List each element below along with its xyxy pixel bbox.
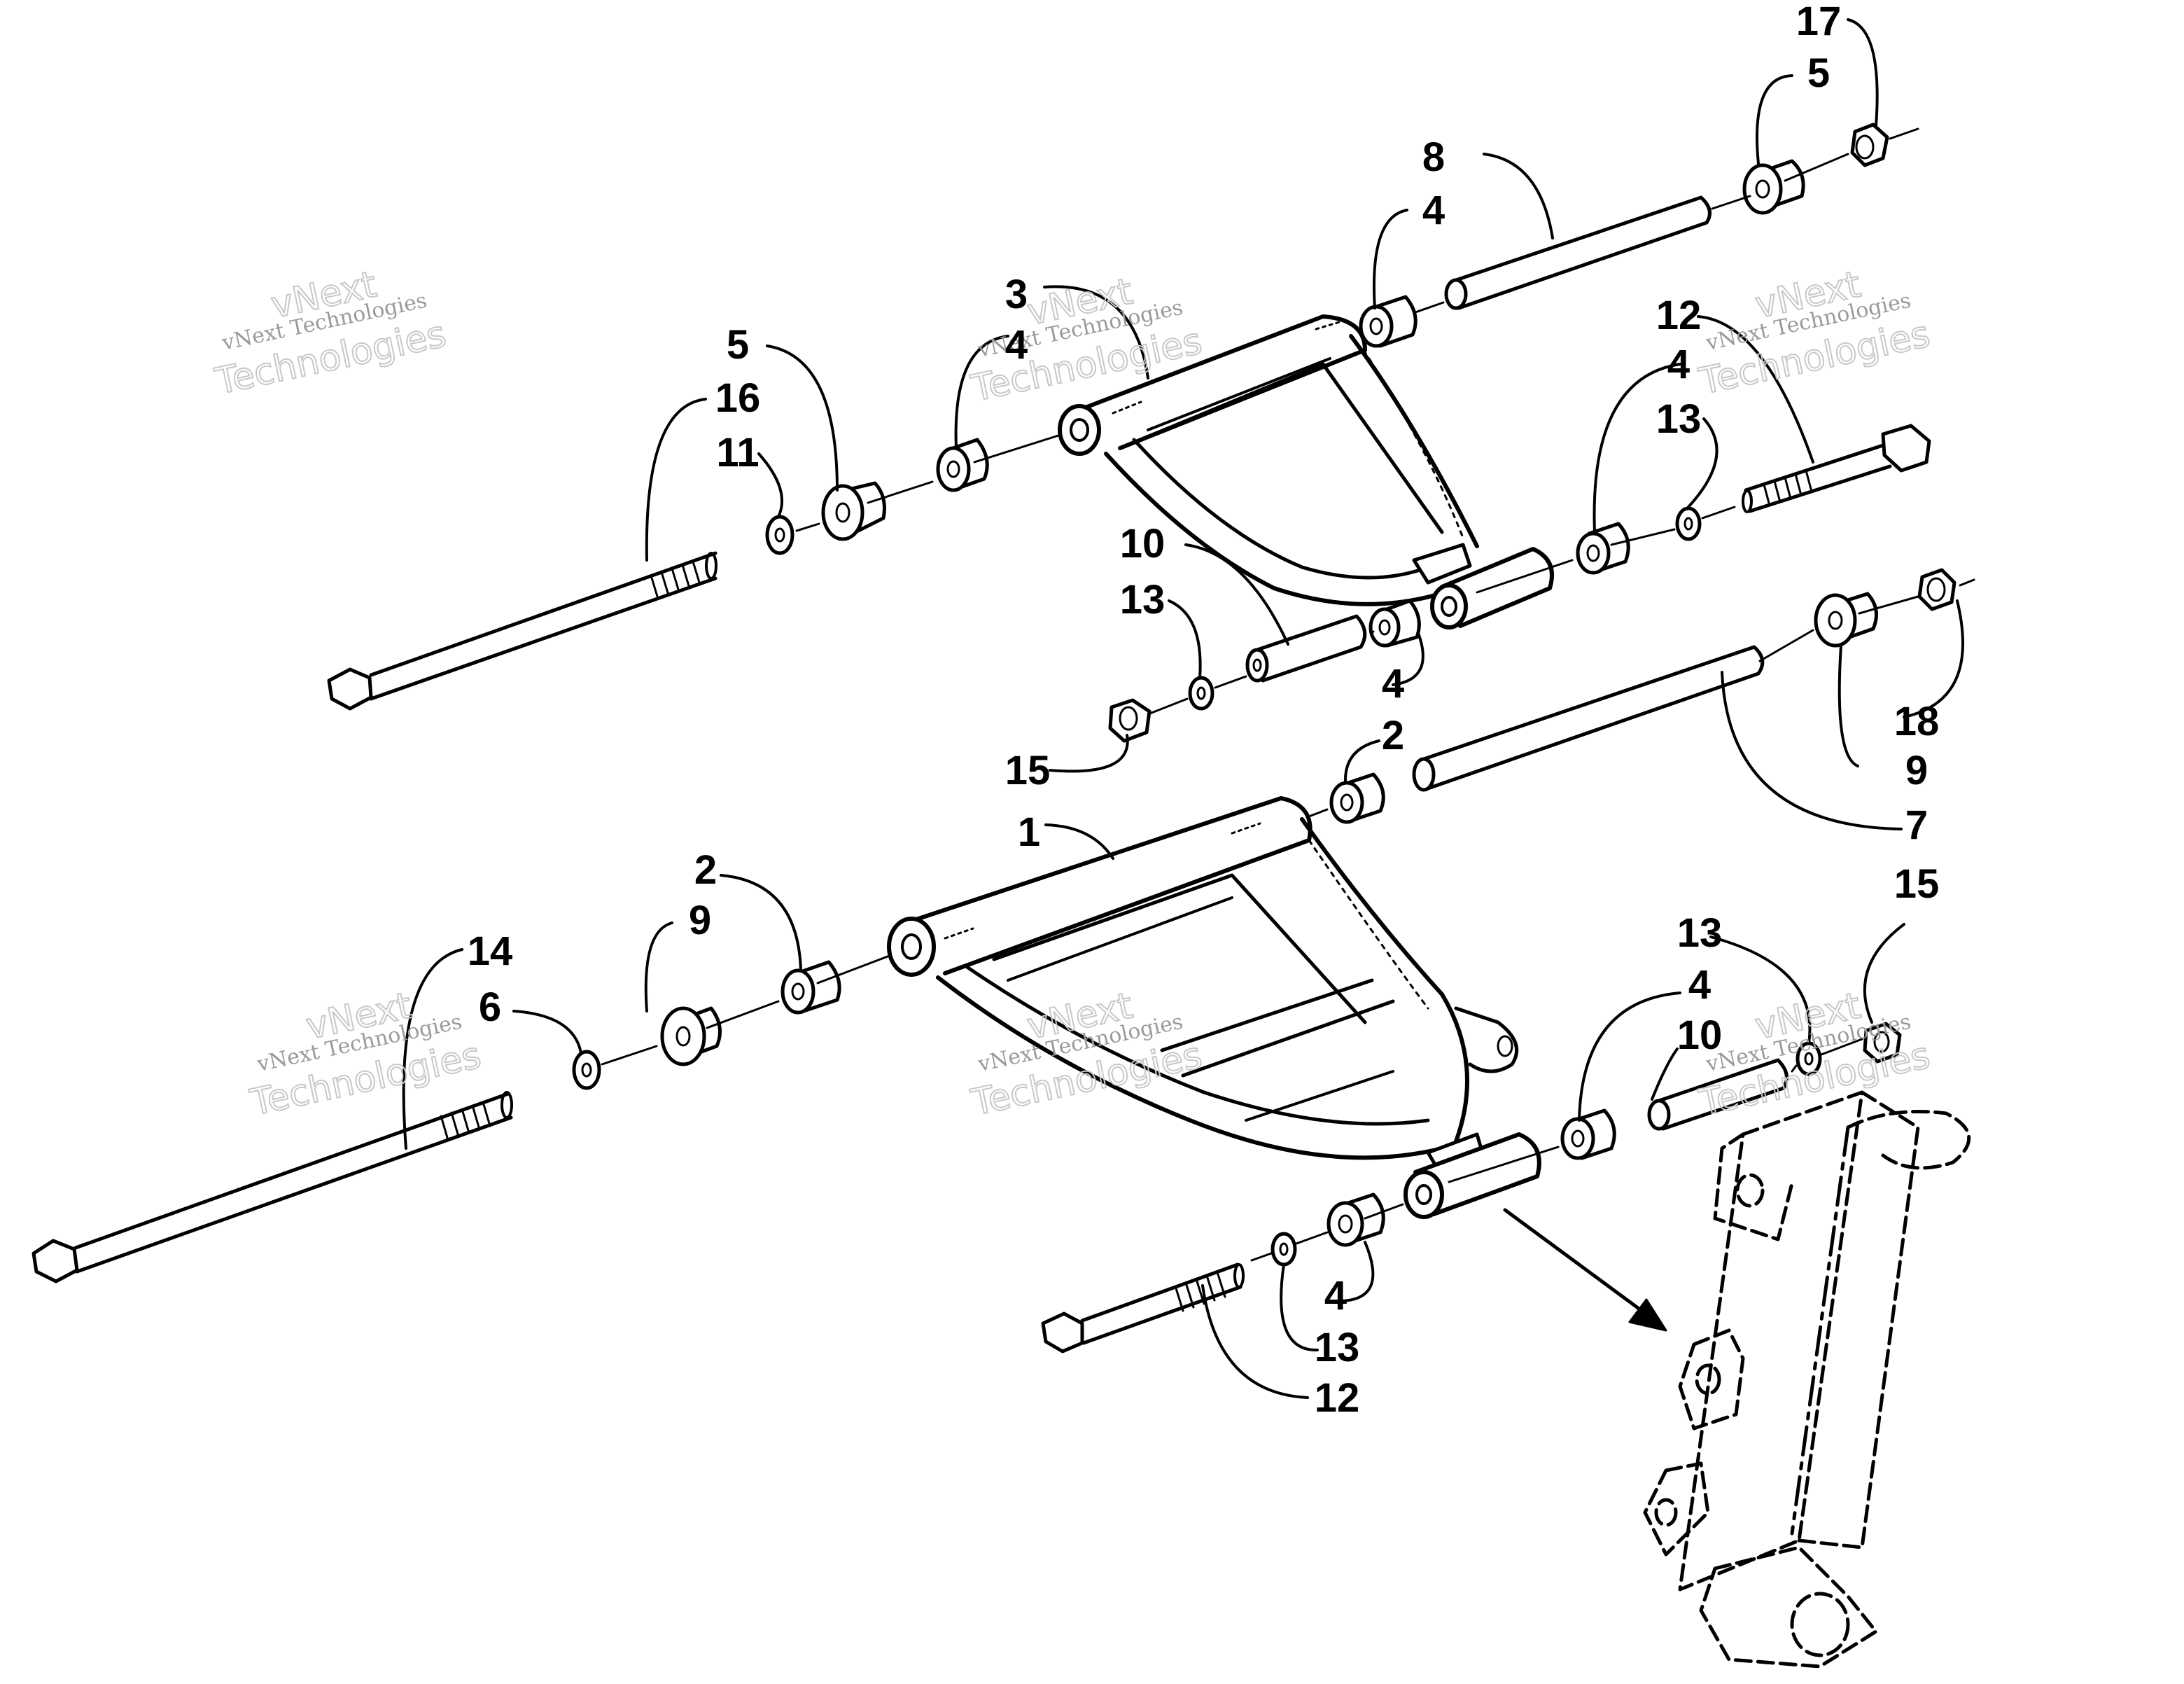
callout-13-upper-right: 13 <box>1656 396 1702 442</box>
lower-a-arm <box>887 796 1541 1219</box>
callout-4-lower-bottom: 4 <box>1324 1273 1347 1318</box>
callout-17: 17 <box>1796 0 1842 44</box>
callout-2-lower-left: 2 <box>694 847 717 893</box>
upper-inner-washer <box>1188 676 1214 711</box>
callout-6: 6 <box>479 984 501 1030</box>
callout-18: 18 <box>1894 699 1940 744</box>
lower-left-bushing <box>780 960 841 1015</box>
callout-8: 8 <box>1422 134 1445 180</box>
watermark-3: vNext vNext Technologies Technologies <box>1695 263 1934 403</box>
lower-right-washer <box>1795 1041 1822 1076</box>
callout-3: 3 <box>1005 272 1028 317</box>
upper-long-bolt <box>327 551 718 711</box>
upper-right-washer <box>1675 506 1702 541</box>
upper-a-arm <box>1058 314 1554 629</box>
lower-left-flange-bushing <box>660 1006 722 1066</box>
watermark-5: vNext vNext Technologies Technologies <box>967 984 1206 1125</box>
reference-arrow <box>1503 1208 1667 1332</box>
lower-right-sleeve <box>1647 1058 1788 1131</box>
callout-leaders <box>402 18 1964 1399</box>
lower-rear-flange-bushing <box>1814 592 1878 648</box>
callout-15-upper: 15 <box>1005 748 1051 793</box>
callout-4-upper-front: 4 <box>1422 188 1445 233</box>
upper-left-washer <box>765 515 794 555</box>
spindle-reference <box>1643 1090 1971 1669</box>
upper-left-flange-bushing <box>821 481 886 541</box>
upper-inner-nut <box>1108 698 1152 743</box>
callout-4-lower-right: 4 <box>1688 962 1711 1008</box>
callout-7: 7 <box>1905 802 1928 848</box>
callout-labels: 17 5 8 4 3 4 5 16 11 12 4 13 10 13 4 15 … <box>468 0 1940 1421</box>
upper-inner-bushing <box>1368 599 1421 648</box>
callout-13-lower-right: 13 <box>1677 910 1723 956</box>
callout-9-lower-left: 9 <box>689 898 711 943</box>
lower-bottom-bushing <box>1326 1192 1385 1247</box>
callout-15-lower: 15 <box>1894 861 1940 907</box>
upper-pivot-shaft <box>1444 195 1712 310</box>
watermark-4: vNext vNext Technologies Technologies <box>246 984 485 1125</box>
callout-14: 14 <box>468 928 513 974</box>
lower-long-bolt <box>31 1091 513 1283</box>
callout-10-upper: 10 <box>1120 521 1166 566</box>
assembly-axis-lines <box>601 127 1975 1262</box>
watermark-1: vNext vNext Technologies Technologies <box>211 263 450 403</box>
upper-inner-sleeve <box>1245 614 1367 683</box>
upper-right-bushing <box>1576 522 1630 575</box>
callout-4-upper-inner: 4 <box>1382 661 1404 707</box>
lower-right-nut <box>1863 1022 1902 1064</box>
upper-rear-nut <box>1850 123 1889 167</box>
callout-4-upper-right: 4 <box>1667 342 1690 387</box>
upper-front-bushing <box>1359 295 1418 348</box>
callout-13-upper-inner: 13 <box>1120 577 1166 622</box>
callout-5-upper-left: 5 <box>727 322 749 368</box>
lower-pivot-shaft <box>1412 645 1765 792</box>
callout-5-upper-rear: 5 <box>1807 50 1830 96</box>
lower-bottom-bolt <box>1041 1262 1245 1354</box>
upper-rear-flange-bushing <box>1742 159 1805 215</box>
lower-front-bushing <box>1329 772 1385 824</box>
callout-16: 16 <box>715 375 761 421</box>
lower-right-bushing <box>1560 1108 1616 1160</box>
callout-1: 1 <box>1018 809 1040 855</box>
callout-10-lower: 10 <box>1677 1013 1723 1058</box>
upper-right-bolt <box>1742 424 1931 513</box>
callout-9-lower-rear: 9 <box>1905 748 1928 793</box>
callout-2-lower-front: 2 <box>1382 713 1404 758</box>
callout-4-upper-left: 4 <box>1005 322 1028 368</box>
lower-left-washer <box>572 1050 601 1090</box>
upper-left-bushing <box>936 438 989 492</box>
callout-12-upper: 12 <box>1656 293 1702 338</box>
lower-bottom-washer <box>1270 1232 1297 1267</box>
callout-13-lower-bottom: 13 <box>1315 1325 1360 1370</box>
callout-12-lower: 12 <box>1315 1375 1360 1421</box>
callout-11: 11 <box>716 430 759 475</box>
lower-rear-nut <box>1917 568 1956 611</box>
